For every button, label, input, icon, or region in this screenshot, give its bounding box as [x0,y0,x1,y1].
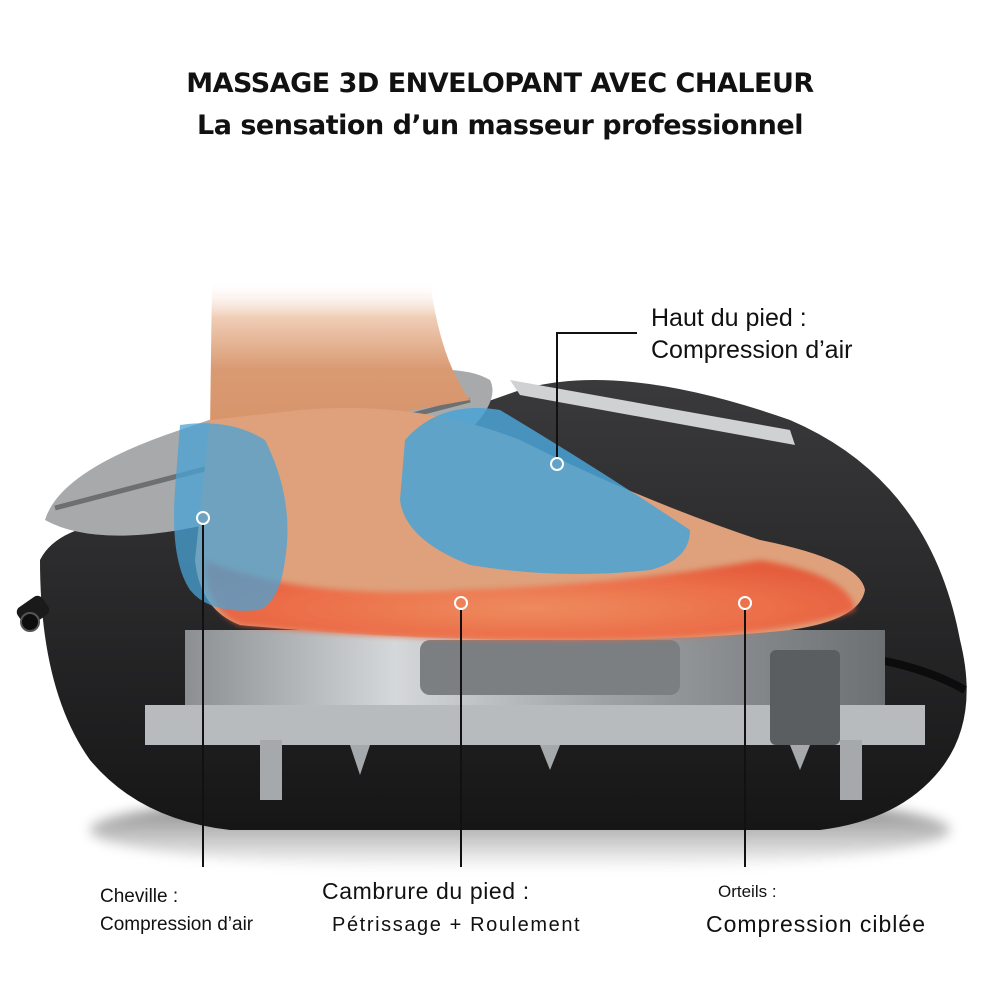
subheadline: La sensation d’un masseur professionnel [197,110,803,141]
body-seam [879,656,967,694]
callout-toes-title: Orteils : [718,882,777,901]
internal-mechanism [145,630,925,800]
callout-ankle-title: Cheville : [100,886,179,907]
callout-ankle-description: Compression d’air [100,914,254,935]
leg [210,280,470,430]
marker-dots [196,457,752,610]
callout-top-description: Compression d’air [651,336,853,364]
air-zone-top [400,408,690,574]
leader-top [556,332,637,458]
callout-arch-description: Pétrissage + Roulement [332,914,582,936]
power-jack-icon [16,595,50,632]
callout-arch-title: Cambrure du pied : [322,878,530,904]
callout-toes-description: Compression ciblée [706,911,926,937]
heat-zone [205,560,855,640]
marker-top [550,457,564,471]
leader-lines [202,332,746,867]
headline: MASSAGE 3D ENVELOPANT AVEC CHALEUR [186,68,814,99]
callout-top-title: Haut du pied : [651,304,807,332]
marker-toes [738,596,752,610]
top-panel [510,380,795,445]
marker-ankle [196,511,210,525]
marker-arch [454,596,468,610]
